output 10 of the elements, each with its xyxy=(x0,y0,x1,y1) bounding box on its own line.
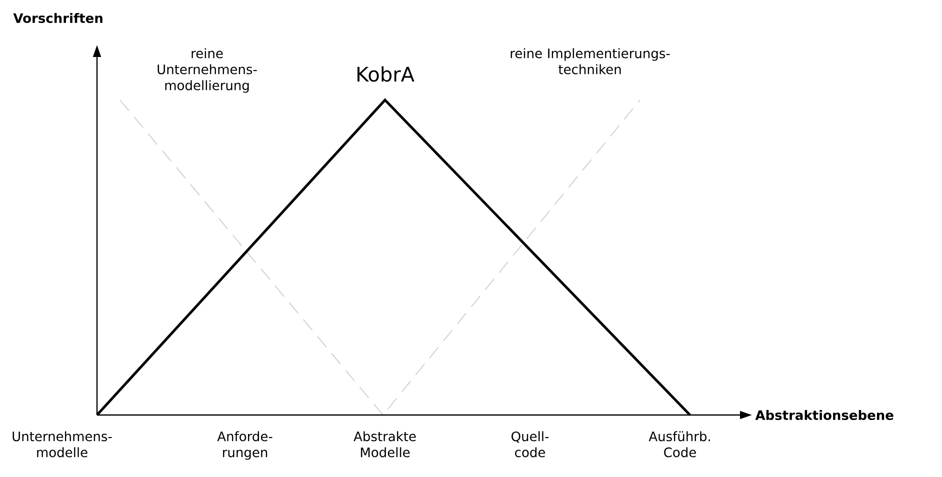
tick-label: Ausführb. Code xyxy=(648,431,710,458)
apex-label: KobrA xyxy=(358,66,414,82)
tick-label: Abstrakte Modelle xyxy=(354,431,416,458)
annotation: reine Implementierungs- techniken xyxy=(510,48,670,74)
annotation: reine Unternehmens- modellierung xyxy=(158,48,257,93)
axis-label: Abstraktionsebene xyxy=(755,410,894,420)
tick-label: Quell- code xyxy=(512,431,549,458)
tick-label: Anforde- rungen xyxy=(217,431,272,460)
axis-label: Vorschriften xyxy=(13,12,102,24)
tick-label: Unternehmens- modelle xyxy=(12,431,112,458)
